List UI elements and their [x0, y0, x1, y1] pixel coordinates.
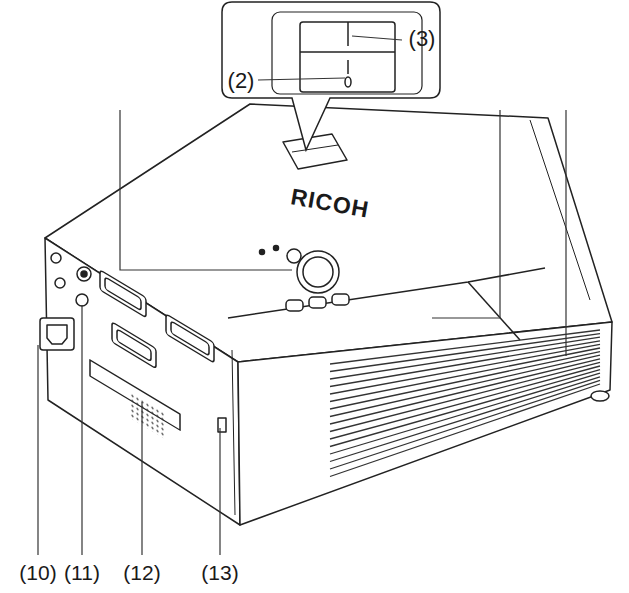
- vga-port: [105, 277, 141, 311]
- vga-port: [117, 329, 151, 361]
- vga-port: [100, 270, 146, 318]
- body-edge: [530, 120, 590, 300]
- indicator: [274, 246, 279, 251]
- power-button: [287, 249, 301, 263]
- lens-slider: [300, 22, 395, 92]
- jack: [55, 278, 65, 288]
- indicator: [260, 250, 265, 255]
- power-inlet: [47, 325, 67, 344]
- security-slot: [218, 418, 226, 432]
- foot: [591, 391, 609, 401]
- button: [309, 297, 326, 308]
- button: [332, 294, 349, 305]
- vent-slats: [330, 330, 600, 477]
- power-inlet: [40, 318, 74, 350]
- callout-number: (11): [64, 562, 100, 583]
- callout-number: (2): [228, 70, 255, 92]
- cover-outline: [272, 12, 422, 94]
- callout-bubble: [222, 2, 440, 150]
- vga-port: [171, 321, 209, 356]
- jack: [76, 294, 88, 306]
- callout-number: (10): [19, 562, 56, 583]
- vga-port: [112, 322, 156, 368]
- body-edge: [232, 350, 235, 515]
- vga-port: [166, 314, 214, 363]
- callout-number: (3): [409, 28, 436, 50]
- callout-number: (13): [201, 562, 238, 583]
- control-ring: [297, 251, 339, 293]
- brand-logo: RICOH: [289, 185, 371, 221]
- lid-seam: [228, 268, 545, 318]
- vent-face: [238, 322, 612, 525]
- speaker-grille: [130, 392, 164, 438]
- control-button: [303, 257, 333, 287]
- jack: [77, 267, 91, 281]
- lens-cover-slot: [292, 145, 338, 152]
- lid-seam: [468, 282, 520, 340]
- callout-number: (12): [123, 562, 160, 583]
- leader-lines: [38, 36, 566, 555]
- button: [286, 300, 303, 311]
- jack: [51, 253, 61, 263]
- jack: [81, 271, 87, 277]
- lens-cover: [283, 134, 347, 169]
